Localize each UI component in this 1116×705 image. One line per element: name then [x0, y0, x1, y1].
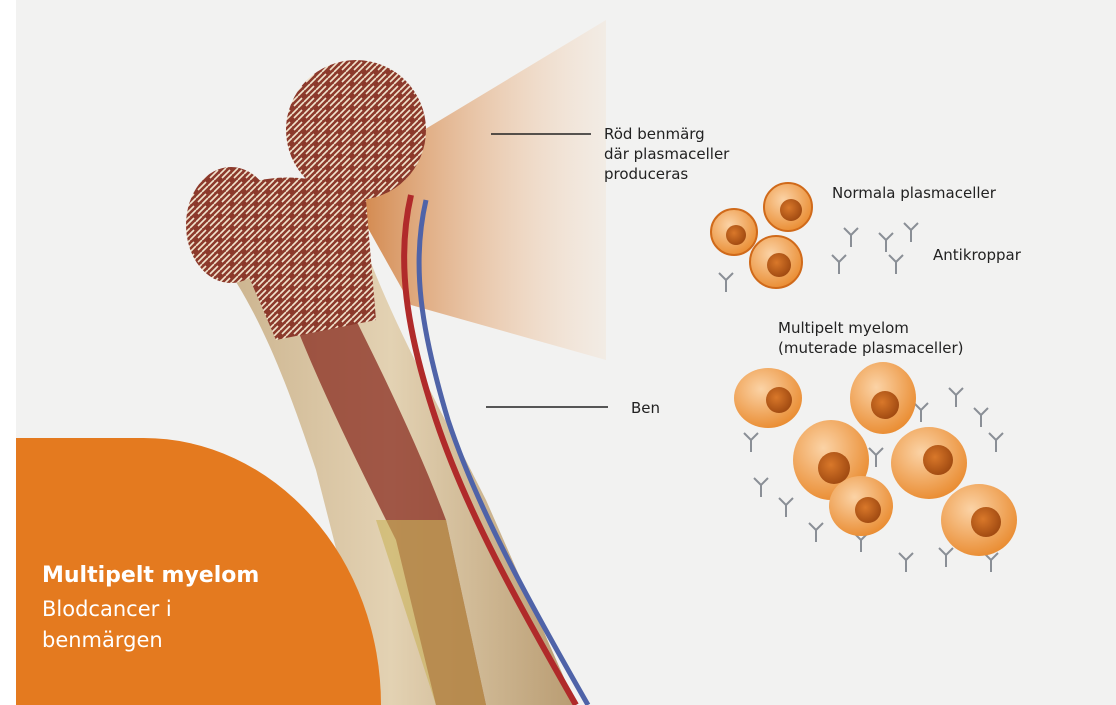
illustration-canvas: Röd benmärg där plasmaceller produceras …: [16, 0, 1116, 705]
label-myeloma-line1: Multipelt myelom: [778, 318, 964, 338]
label-myeloma: Multipelt myelom (muterade plasmaceller): [778, 318, 964, 358]
label-red-marrow: Röd benmärg där plasmaceller produceras: [604, 124, 729, 184]
badge-title: Multipelt myelom: [42, 563, 259, 588]
label-antibodies: Antikroppar: [933, 245, 1021, 265]
label-red-marrow-line1: Röd benmärg: [604, 124, 729, 144]
badge-subtitle: Blodcancer i benmärgen: [42, 594, 272, 656]
label-normal-cells: Normala plasmaceller: [832, 183, 996, 203]
label-red-marrow-line3: produceras: [604, 164, 729, 184]
normal-plasma-cells: [711, 183, 812, 288]
label-bone: Ben: [631, 398, 660, 418]
label-red-marrow-line2: där plasmaceller: [604, 144, 729, 164]
label-myeloma-line2: (muterade plasmaceller): [778, 338, 964, 358]
